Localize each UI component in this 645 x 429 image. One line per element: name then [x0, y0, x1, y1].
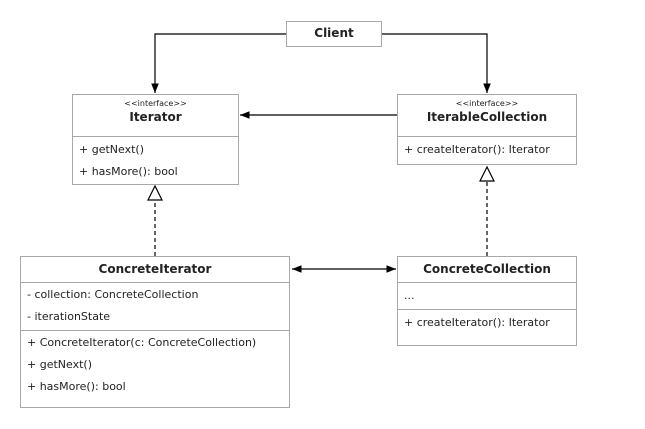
concrete-collection-fields: ...	[398, 283, 576, 310]
iterator-name: Iterator	[129, 110, 182, 124]
iterator-realization-triangle	[147, 184, 163, 201]
concrete-collection-name: ConcreteCollection	[423, 262, 551, 276]
concrete-collection-box: ConcreteCollection ... + createIterator(…	[397, 256, 577, 346]
iterator-method: + hasMore(): bool	[79, 165, 178, 178]
iterable-collection-stereotype: <<interface>>	[455, 99, 519, 108]
client-to-iterator-arrow	[151, 33, 286, 93]
concrete-iterator-name: ConcreteIterator	[98, 262, 212, 276]
concrete-iterator-method: + getNext()	[27, 358, 92, 371]
concrete-collection-header: ConcreteCollection	[398, 257, 576, 283]
iterable-collection-methods: + createIterator(): Iterator	[398, 137, 576, 165]
concrete-iterator-field: - collection: ConcreteCollection	[27, 288, 199, 301]
iterator-interface-box: <<interface>> Iterator + getNext() + has…	[72, 94, 239, 185]
concrete-collection-methods: + createIterator(): Iterator	[398, 310, 576, 338]
concrete-iterator-fields: - collection: ConcreteCollection - itera…	[21, 283, 289, 331]
concrete-iterator-method: + hasMore(): bool	[27, 380, 126, 393]
collection-realization-triangle	[479, 165, 495, 182]
concrete-collection-field: ...	[404, 289, 415, 302]
iterable-collection-name: IterableCollection	[426, 110, 548, 124]
concrete-iterator-method: + ConcreteIterator(c: ConcreteCollection…	[27, 336, 257, 349]
client-to-collection-arrow	[382, 33, 491, 93]
iterable-collection-method: + createIterator(): Iterator	[404, 143, 550, 156]
iterable-collection-interface-box: <<interface>> IterableCollection + creat…	[397, 94, 577, 165]
concrete-iterator-field: - iterationState	[27, 310, 111, 323]
client-label: Client	[314, 26, 354, 40]
concrete-iterator-box: ConcreteIterator - collection: ConcreteC…	[20, 256, 290, 408]
iterator-method: + getNext()	[79, 143, 144, 156]
concrete-iterator-header: ConcreteIterator	[21, 257, 289, 283]
iterable-collection-header: <<interface>> IterableCollection	[398, 95, 576, 137]
iterator-stereotype: <<interface>>	[124, 99, 187, 108]
iterator-header: <<interface>> Iterator	[73, 95, 238, 137]
concrete-collection-method: + createIterator(): Iterator	[404, 316, 550, 329]
concrete-iterator-methods: + ConcreteIterator(c: ConcreteCollection…	[21, 331, 289, 402]
iterator-methods: + getNext() + hasMore(): bool	[73, 137, 238, 187]
client-box: Client	[286, 21, 382, 47]
